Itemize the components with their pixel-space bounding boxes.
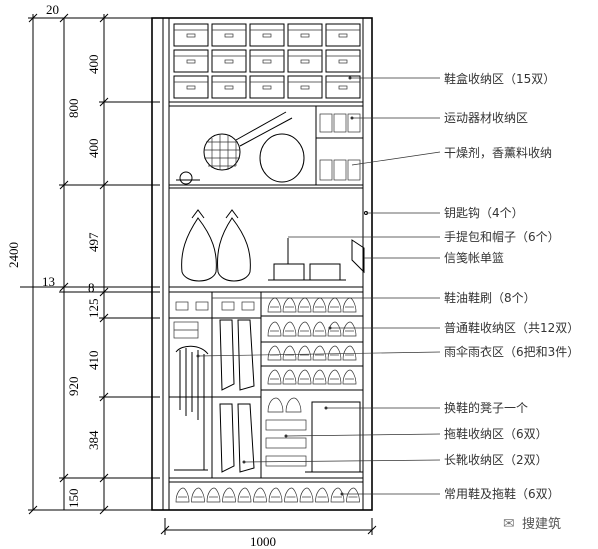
cabinet-frame	[151, 17, 373, 511]
shoe-box	[249, 75, 285, 99]
shoe	[299, 487, 314, 503]
shoe-box	[249, 49, 285, 73]
shoe	[285, 397, 302, 413]
label-long-boots: 长靴收纳区（2双）	[444, 453, 548, 467]
stool	[305, 401, 363, 473]
shoe	[312, 345, 327, 361]
wechat-icon: ✉	[503, 516, 515, 532]
shoe	[327, 345, 342, 361]
shoe	[327, 297, 342, 313]
shoe-box	[325, 49, 361, 73]
dim-small-gap: 8	[88, 280, 95, 295]
shoe	[267, 397, 284, 413]
dim-total-height: 2400	[6, 242, 21, 268]
dim-upper-section: 800	[66, 99, 81, 119]
sports-equipment	[176, 111, 361, 185]
dim-bottom-zone: 150	[66, 489, 81, 509]
shoe	[267, 297, 282, 313]
label-bags-hats: 手提包和帽子（6个）	[444, 229, 560, 244]
width-dimension	[160, 518, 377, 535]
shoe-box	[173, 23, 209, 47]
shoe	[297, 345, 312, 361]
polish-tray	[175, 301, 255, 311]
umbrella-area	[173, 321, 209, 471]
shoe	[297, 297, 312, 313]
dim-shoe-zone: 410	[86, 351, 101, 371]
shoe	[267, 369, 282, 385]
shoe	[312, 297, 327, 313]
shoe-box	[287, 23, 323, 47]
shoe-box	[211, 49, 247, 73]
shoe-box	[173, 49, 209, 73]
bags-and-hats	[181, 209, 368, 282]
shoe	[297, 369, 312, 385]
shoe	[282, 345, 297, 361]
shoe	[330, 487, 345, 503]
label-regular-shoes: 普通鞋收纳区（共12双）	[444, 320, 579, 335]
shoe	[342, 297, 357, 313]
slipper-rack	[265, 419, 307, 467]
shoe	[267, 321, 282, 337]
dimension-lines	[20, 13, 160, 515]
shoe-box	[325, 75, 361, 99]
shoe-box	[287, 75, 323, 99]
shoe	[327, 369, 342, 385]
shoe	[268, 487, 283, 503]
shoe	[282, 321, 297, 337]
dim-shoebox-zone: 400	[86, 55, 101, 75]
shoe-box	[325, 23, 361, 47]
shoe	[222, 487, 236, 503]
shoe	[346, 487, 360, 503]
shoe-box	[249, 23, 285, 47]
long-boots	[219, 319, 255, 473]
dim-middle-section: 497	[86, 232, 101, 252]
label-key-hooks: 钥匙钩（4个）	[444, 206, 524, 220]
dim-top-offset: 20	[46, 2, 59, 17]
shoe	[237, 487, 252, 503]
shoe-box	[173, 75, 209, 99]
shoe	[284, 487, 298, 503]
dim-boot-zone: 384	[86, 430, 101, 450]
dim-gap: 13	[42, 274, 55, 289]
shoe	[315, 487, 329, 503]
shoe	[342, 345, 357, 361]
label-sports-zone: 运动器材收纳区	[444, 111, 528, 125]
leader-lines	[196, 76, 441, 496]
dim-tray-zone: 125	[86, 299, 101, 319]
shoe	[297, 321, 312, 337]
label-umbrella-raincoat: 雨伞雨衣区（6把和3件）	[444, 344, 579, 359]
label-desiccant-zone: 干燥剂，香薰料收纳	[444, 145, 552, 160]
shoe	[312, 321, 327, 337]
shoebox-grid	[173, 23, 361, 99]
dim-width: 1000	[250, 534, 276, 549]
dim-lower-section: 920	[66, 377, 81, 397]
label-shoe-polish: 鞋油鞋刷（8个）	[444, 290, 536, 305]
shoe	[206, 487, 221, 503]
shoe	[342, 369, 357, 385]
shoe	[342, 321, 357, 337]
shoe-box	[287, 49, 323, 73]
label-mail-basket: 信笺帐单篮	[444, 250, 504, 265]
shoe	[175, 487, 190, 503]
label-daily-shoes: 常用鞋及拖鞋（6双）	[444, 486, 560, 501]
label-shoebox-zone: 鞋盒收纳区（15双）	[444, 71, 555, 86]
label-stool: 换鞋的凳子一个	[444, 400, 528, 415]
dim-sports-zone: 400	[86, 139, 101, 159]
shoe	[312, 369, 327, 385]
shoe-box	[211, 75, 247, 99]
shoe	[282, 297, 297, 313]
shoe-box	[211, 23, 247, 47]
shoe	[191, 487, 205, 503]
shoe	[253, 487, 267, 503]
shoe	[282, 369, 297, 385]
label-slippers: 拖鞋收纳区（6双）	[444, 426, 548, 441]
watermark: 搜建筑	[522, 516, 561, 532]
shoe	[267, 345, 282, 361]
